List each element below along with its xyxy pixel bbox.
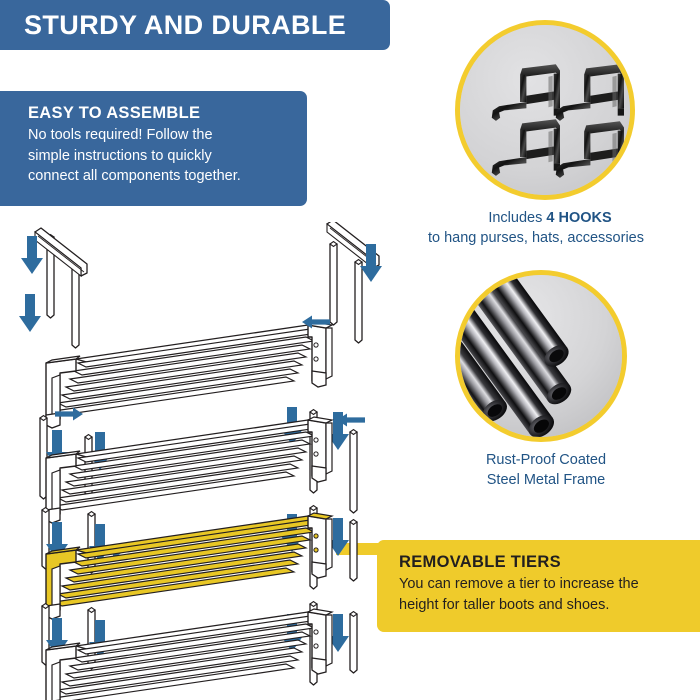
tubes-photo-circle — [455, 270, 627, 442]
removable-tiers-line-2: height for taller boots and shoes. — [399, 596, 610, 613]
tiers-callout-connector — [336, 543, 382, 555]
easy-to-assemble-line-3: connect all components together. — [28, 168, 241, 185]
hooks-caption-strong: 4 HOOKS — [546, 210, 612, 226]
shoe-rack-assembly-drawing — [19, 219, 382, 700]
removable-tiers-title: REMOVABLE TIERS — [399, 553, 561, 571]
easy-to-assemble-card: EASY TO ASSEMBLE No tools required! Foll… — [0, 91, 307, 206]
top-left-loose-parts — [34, 227, 88, 349]
shoe-rack-exploded-diagram — [0, 219, 400, 700]
hooks-caption-line-2: to hang purses, hats, accessories — [427, 229, 644, 246]
page-title: STURDY AND DURABLE — [24, 9, 347, 40]
easy-to-assemble-line-2: simple instructions to quickly — [28, 147, 212, 164]
removable-tiers-line-1: You can remove a tier to increase the — [399, 576, 639, 592]
easy-to-assemble-line-1: No tools required! Follow the — [28, 127, 213, 143]
hooks-caption-prefix: Includes — [488, 210, 547, 226]
top-left-arrows — [19, 236, 43, 332]
hooks-illustration — [460, 25, 630, 195]
tubes-caption: Rust-Proof Coated Steel Metal Frame — [455, 451, 637, 490]
easy-to-assemble-title: EASY TO ASSEMBLE — [28, 104, 201, 122]
removable-tiers-card: REMOVABLE TIERS You can remove a tier to… — [377, 540, 700, 632]
hooks-feature-badge: Includes 4 HOOKS to hang purses, hats, a… — [428, 20, 645, 248]
header-banner: STURDY AND DURABLE — [0, 0, 390, 50]
hooks-photo-circle — [455, 20, 635, 200]
top-right-loose-parts — [326, 219, 380, 344]
tubes-caption-line-2: Steel Metal Frame — [486, 471, 606, 488]
hooks-caption: Includes 4 HOOKS to hang purses, hats, a… — [428, 209, 645, 248]
tubes-caption-line-1: Rust-Proof Coated — [485, 452, 607, 468]
steel-tubes-illustration — [460, 275, 622, 437]
tubes-feature-badge: Rust-Proof Coated Steel Metal Frame — [455, 270, 637, 490]
hooks-caption-line-1: Includes 4 HOOKS — [455, 209, 645, 229]
